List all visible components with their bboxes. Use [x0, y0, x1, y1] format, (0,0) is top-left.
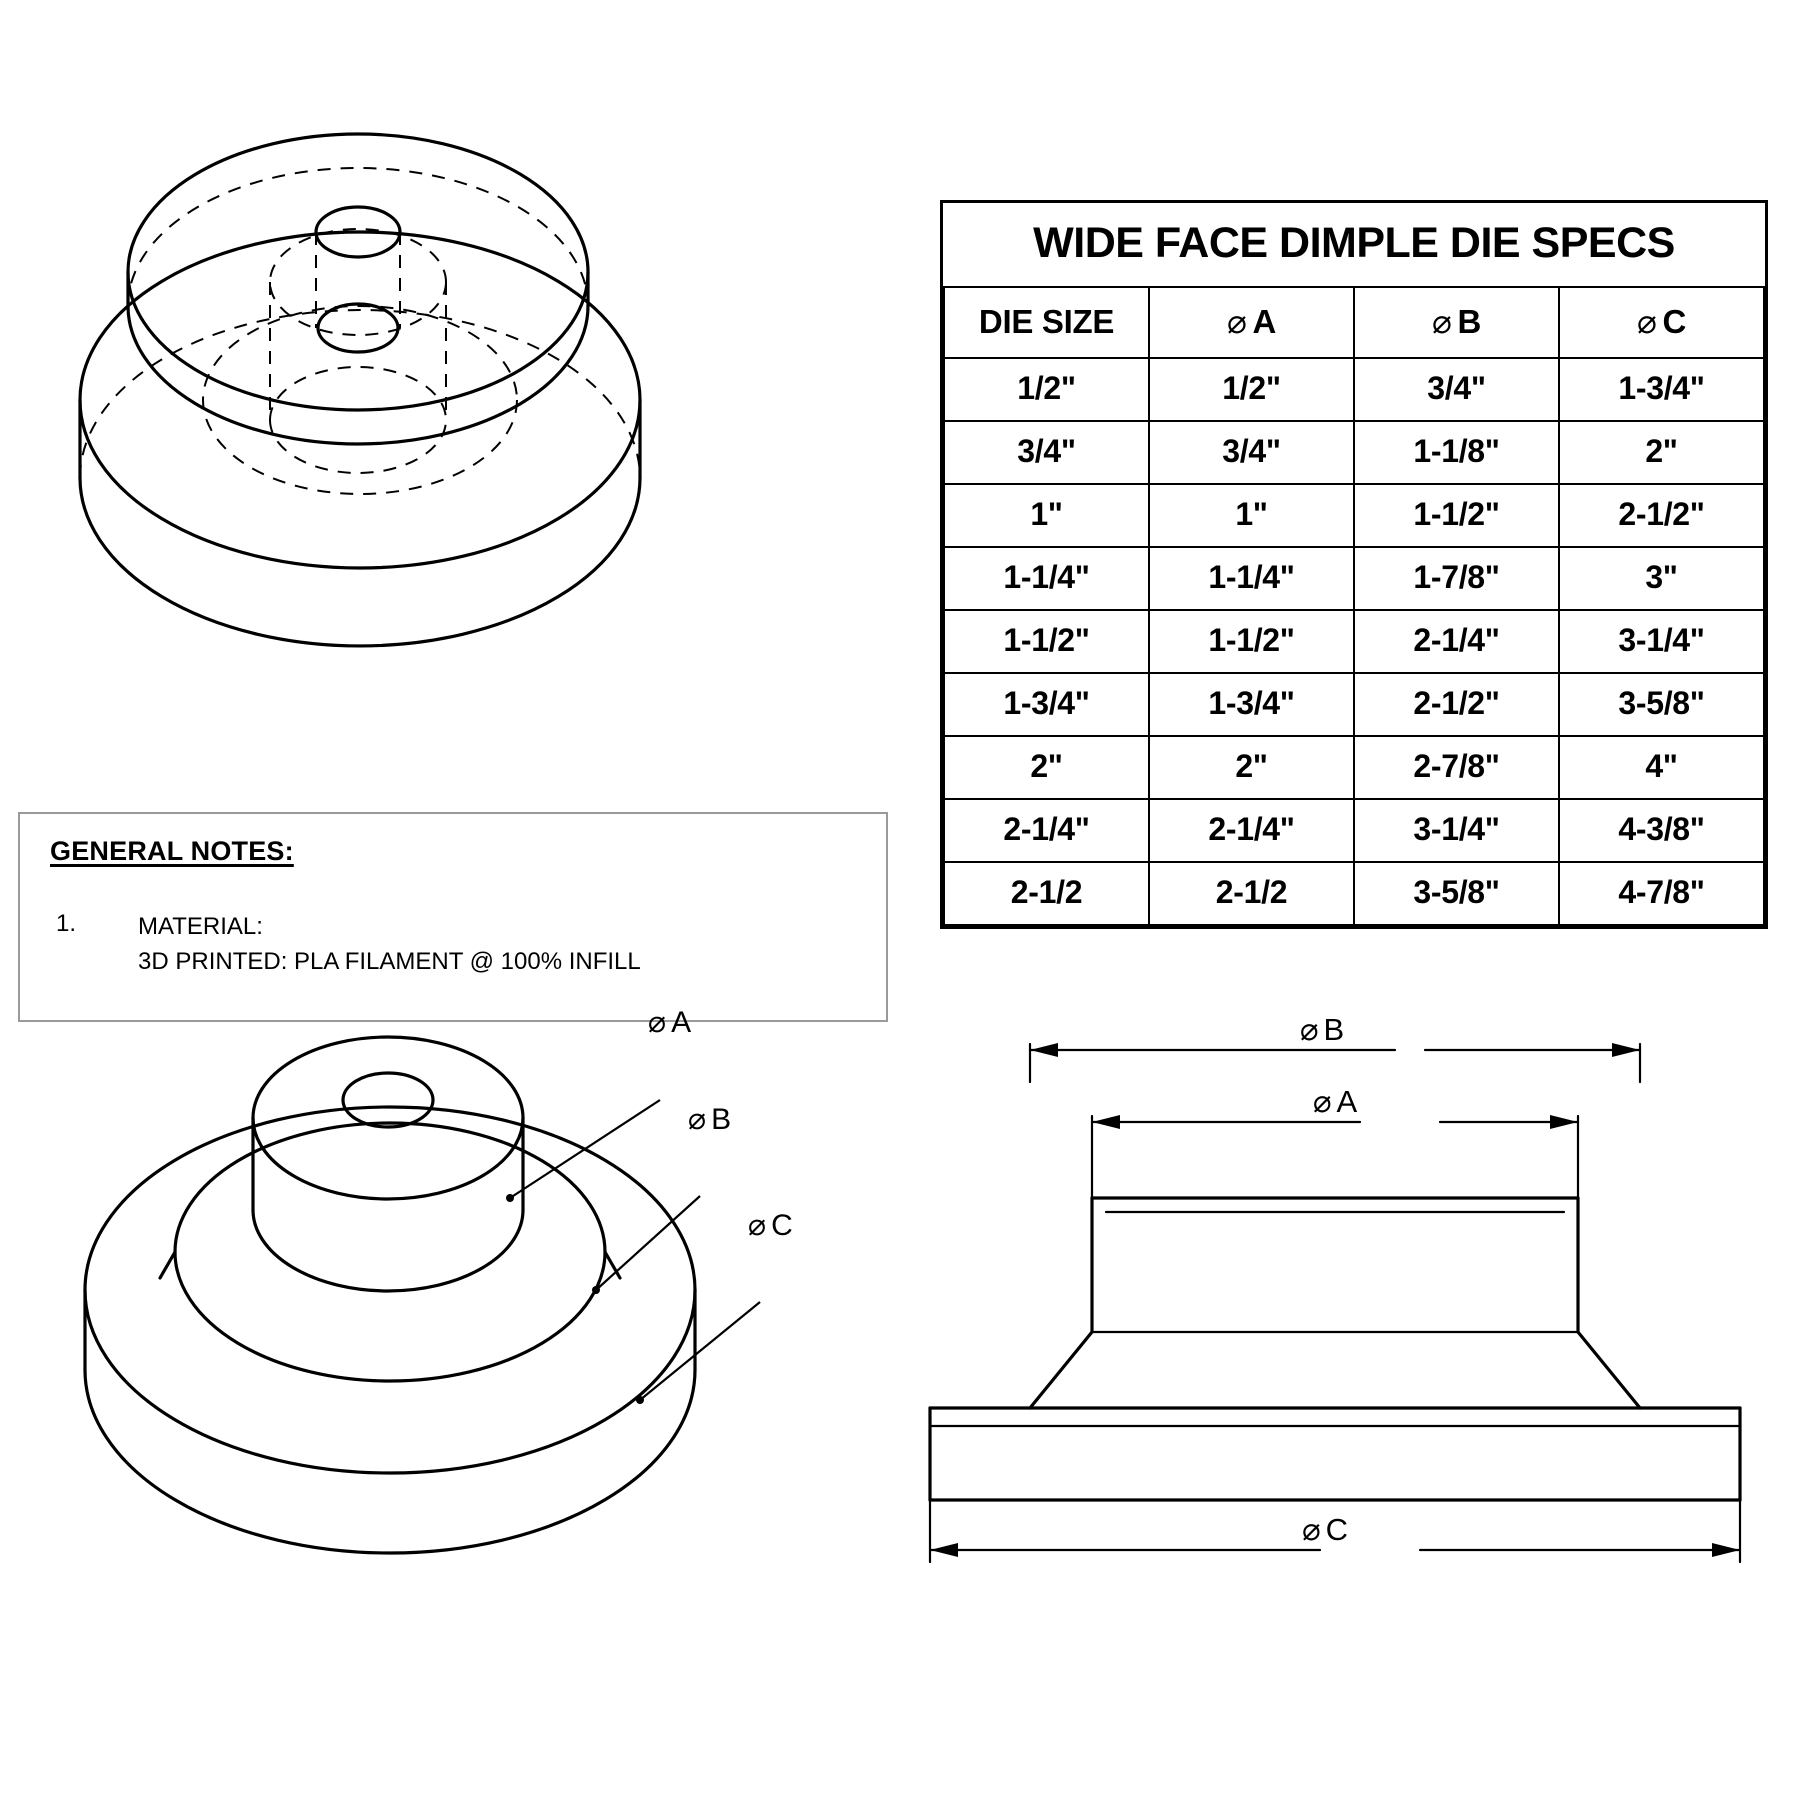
cell-dia-b: 3/4" — [1353, 357, 1560, 422]
iso-bottom-svg — [83, 1035, 761, 1555]
cell-die-size: 1-3/4" — [943, 672, 1150, 737]
cell-dia-b: 1-7/8" — [1353, 546, 1560, 611]
cell-dia-b: 3-5/8" — [1353, 861, 1560, 926]
cell-dia-b: 2-1/4" — [1353, 609, 1560, 674]
diameter-symbol-icon: ⌀ — [1431, 302, 1452, 341]
isometric-view-top-transparent — [40, 110, 760, 680]
cell-dia-a: 1-1/4" — [1148, 546, 1355, 611]
dim-b-label: B — [1323, 1012, 1345, 1047]
cell-die-size: 2-1/2 — [943, 861, 1150, 926]
diameter-symbol-icon: ⌀ — [1299, 1012, 1319, 1048]
general-notes-box: GENERAL NOTES: 1. MATERIAL: 3D PRINTED: … — [18, 812, 888, 1022]
dim-c-label: C — [1325, 1512, 1349, 1547]
spec-table-container: WIDE FACE DIMPLE DIE SPECS DIE SIZE ⌀A ⌀… — [940, 200, 1768, 929]
table-row: 2-1/4" 2-1/4" 3-1/4" 4-3/8" — [943, 798, 1765, 863]
table-title-row: WIDE FACE DIMPLE DIE SPECS — [944, 203, 1764, 288]
cell-dia-b: 1-1/2" — [1353, 483, 1560, 548]
header-die-size-label: DIE SIZE — [978, 302, 1115, 340]
dimension-label-diameter-c: ⌀C — [1291, 1512, 1359, 1548]
column-header-diameter-c: ⌀C — [1558, 286, 1765, 359]
diameter-symbol-icon: ⌀ — [688, 1102, 707, 1137]
cell-dia-a: 2-1/4" — [1148, 798, 1355, 863]
note-text: MATERIAL: 3D PRINTED: PLA FILAMENT @ 100… — [138, 910, 641, 980]
cell-die-size: 1" — [943, 483, 1150, 548]
callout-diameter-c: ⌀C — [748, 1208, 793, 1243]
cell-dia-a: 1-1/2" — [1148, 609, 1355, 674]
cell-dia-c: 1-3/4" — [1558, 357, 1765, 422]
dimension-label-diameter-a: ⌀A — [1302, 1084, 1368, 1120]
dimension-label-diameter-b: ⌀B — [1289, 1012, 1355, 1048]
cell-dia-c: 4-7/8" — [1558, 861, 1765, 926]
table-row: 1-1/4" 1-1/4" 1-7/8" 3" — [943, 546, 1765, 611]
header-a-label: A — [1252, 303, 1277, 340]
cell-dia-c: 4" — [1558, 735, 1765, 800]
iso-top-svg — [78, 132, 642, 648]
diameter-symbol-icon: ⌀ — [648, 1005, 667, 1040]
note-number: 1. — [56, 910, 77, 937]
diameter-symbol-icon: ⌀ — [1226, 302, 1247, 341]
table-row: 2" 2" 2-7/8" 4" — [943, 735, 1765, 800]
cell-die-size: 1-1/4" — [943, 546, 1150, 611]
cell-dia-b: 2-1/2" — [1353, 672, 1560, 737]
header-b-label: B — [1457, 303, 1482, 340]
dim-a-label: A — [1336, 1084, 1358, 1119]
callout-a-label: A — [671, 1006, 692, 1039]
table-row: 1-3/4" 1-3/4" 2-1/2" 3-5/8" — [943, 672, 1765, 737]
cell-dia-c: 3-5/8" — [1558, 672, 1765, 737]
table-row: 1" 1" 1-1/2" 2-1/2" — [943, 483, 1765, 548]
front-view-svg — [928, 1042, 1742, 1564]
cell-dia-c: 2-1/2" — [1558, 483, 1765, 548]
table-header-row: DIE SIZE ⌀A ⌀B ⌀C — [943, 286, 1765, 359]
table-row: 1-1/2" 1-1/2" 2-1/4" 3-1/4" — [943, 609, 1765, 674]
spec-table-title: WIDE FACE DIMPLE DIE SPECS — [944, 203, 1764, 288]
cell-dia-a: 1-3/4" — [1148, 672, 1355, 737]
cell-dia-a: 2" — [1148, 735, 1355, 800]
spec-table-body: 1/2" 1/2" 3/4" 1-3/4" 3/4" 3/4" 1-1/8" 2… — [943, 357, 1765, 926]
cell-dia-b: 1-1/8" — [1353, 420, 1560, 485]
spec-table-head: WIDE FACE DIMPLE DIE SPECS DIE SIZE ⌀A ⌀… — [943, 203, 1765, 359]
column-header-die-size: DIE SIZE — [943, 286, 1150, 359]
cell-dia-a: 2-1/2 — [1148, 861, 1355, 926]
note-line-2: 3D PRINTED: PLA FILAMENT @ 100% INFILL — [138, 947, 641, 975]
table-row: 1/2" 1/2" 3/4" 1-3/4" — [943, 357, 1765, 422]
table-row: 3/4" 3/4" 1-1/8" 2" — [943, 420, 1765, 485]
cell-dia-b: 3-1/4" — [1353, 798, 1560, 863]
cell-dia-b: 2-7/8" — [1353, 735, 1560, 800]
header-c-label: C — [1662, 303, 1687, 340]
front-elevation-view: ⌀B ⌀A ⌀C — [928, 1012, 1760, 1590]
callout-diameter-a: ⌀A — [648, 1005, 691, 1040]
cell-dia-c: 3" — [1558, 546, 1765, 611]
callout-diameter-b: ⌀B — [688, 1102, 731, 1137]
cell-dia-a: 1" — [1148, 483, 1355, 548]
table-row: 2-1/2 2-1/2 3-5/8" 4-7/8" — [943, 861, 1765, 926]
cell-die-size: 1-1/2" — [943, 609, 1150, 674]
cell-die-size: 1/2" — [943, 357, 1150, 422]
diameter-symbol-icon: ⌀ — [748, 1208, 767, 1243]
note-line-1: MATERIAL: — [138, 913, 263, 940]
callout-c-label: C — [771, 1209, 793, 1242]
cell-dia-c: 4-3/8" — [1558, 798, 1765, 863]
diameter-symbol-icon: ⌀ — [1301, 1512, 1321, 1548]
callout-b-label: B — [711, 1103, 732, 1136]
column-header-diameter-a: ⌀A — [1148, 286, 1355, 359]
cell-dia-c: 3-1/4" — [1558, 609, 1765, 674]
diameter-symbol-icon: ⌀ — [1636, 302, 1657, 341]
cell-dia-a: 1/2" — [1148, 357, 1355, 422]
cell-dia-c: 2" — [1558, 420, 1765, 485]
diameter-symbol-icon: ⌀ — [1312, 1084, 1332, 1120]
cell-die-size: 2" — [943, 735, 1150, 800]
cell-dia-a: 3/4" — [1148, 420, 1355, 485]
cell-die-size: 3/4" — [943, 420, 1150, 485]
spec-table: WIDE FACE DIMPLE DIE SPECS DIE SIZE ⌀A ⌀… — [943, 203, 1765, 926]
general-notes-title: GENERAL NOTES: — [50, 836, 294, 866]
column-header-diameter-b: ⌀B — [1353, 286, 1560, 359]
isometric-view-bottom-solid: ⌀A ⌀B ⌀C — [40, 960, 900, 1580]
cell-die-size: 2-1/4" — [943, 798, 1150, 863]
